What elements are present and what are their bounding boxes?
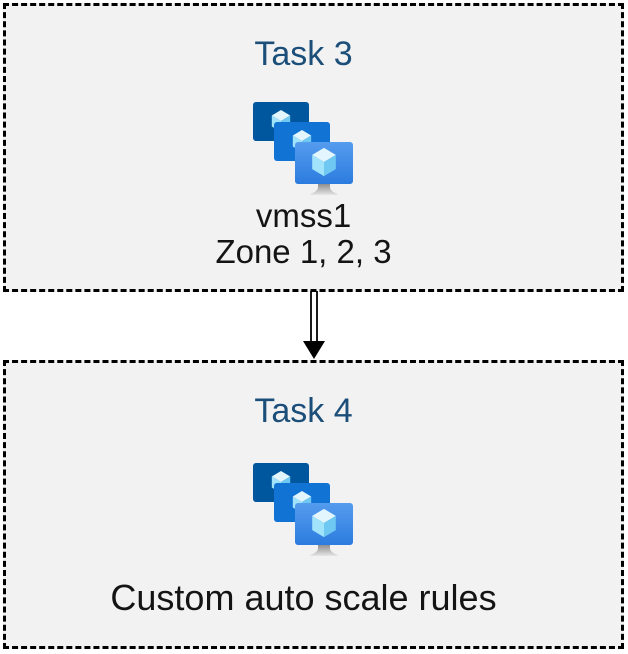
task3-box: Task 3 vmss1 Zone 1, 2, 3 <box>3 3 624 292</box>
task4-box: Task 4 Custom auto scale rules <box>3 360 624 649</box>
task3-zones-label: Zone 1, 2, 3 <box>215 233 392 270</box>
task3-title: Task 3 <box>254 35 353 73</box>
task4-title: Task 4 <box>254 392 353 430</box>
vm-scale-sets-icon <box>252 460 356 556</box>
vm-scale-sets-icon-svg <box>252 99 356 195</box>
task4-caption: Custom auto scale rules <box>110 577 497 618</box>
task3-resource-name-label: vmss1 <box>255 197 352 234</box>
vm-scale-sets-icon-svg <box>252 460 356 556</box>
vm-scale-sets-icon <box>252 99 356 195</box>
flow-down-arrow <box>303 291 325 359</box>
